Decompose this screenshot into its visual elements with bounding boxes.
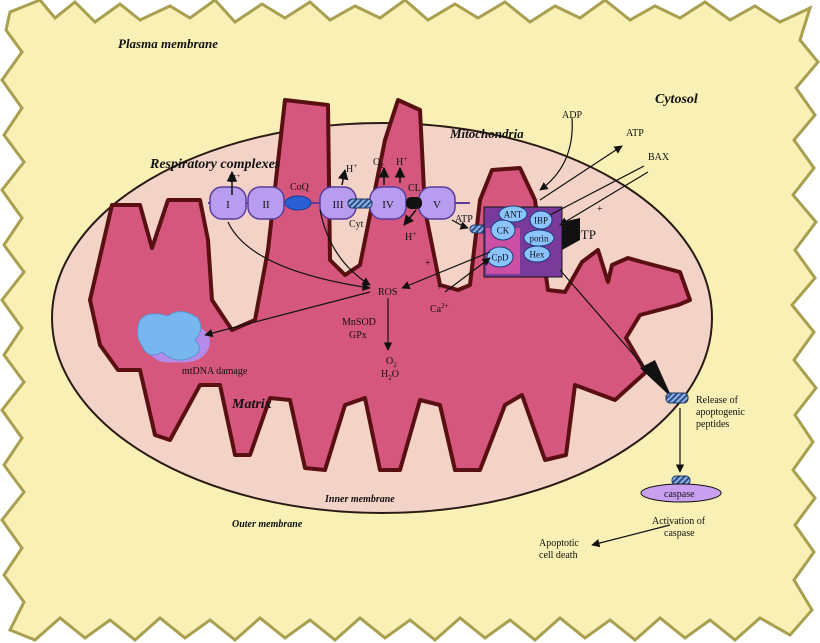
release-label-2: apoptogenic (696, 407, 745, 418)
coq-label: CoQ (290, 182, 310, 193)
arrow-release-head (640, 360, 672, 398)
cytosol-label: Cytosol (655, 92, 698, 107)
mptp-ant-label: ANT (504, 210, 523, 220)
mptp-cpd-label: CpD (491, 253, 509, 263)
cyt-striped-block (347, 198, 373, 209)
matrix-label: Matrix (231, 397, 272, 412)
mptp-ck-label: CK (497, 226, 510, 236)
activation-label-1: Activation of (652, 516, 706, 527)
arrow-bax (559, 171, 649, 226)
arrow-ros-mtdna (204, 291, 371, 338)
arrow-mptp-ros (401, 251, 491, 290)
apoptotic-label-2: cell death (539, 550, 578, 561)
ros-label: ROS (378, 287, 397, 298)
o2-label: O2 (373, 157, 384, 170)
mptp-hex-oval (523, 245, 551, 263)
arrow-ca-mptp (444, 257, 491, 293)
activation-label-2: caspase (664, 528, 695, 539)
mptp-hex-label: Hex (530, 250, 545, 260)
outer-membrane-label: Outer membrane (232, 519, 303, 530)
mptp-porin-label: porin (530, 234, 549, 244)
h-plus-3: H+ (346, 162, 357, 175)
complex-label: II (262, 199, 270, 211)
arrow-adp (539, 117, 573, 191)
inner-membrane-label: Inner membrane (324, 494, 395, 505)
arrow-activation-death (591, 524, 671, 548)
plasma-membrane-label: Plasma membrane (118, 36, 218, 51)
respiratory-complexes-label: Respiratory complexes (149, 157, 281, 172)
mptp-cpd-oval (486, 246, 514, 268)
h-arrow-3 (337, 168, 349, 186)
complex-iii: III (319, 186, 357, 220)
complex-label: III (333, 199, 344, 211)
mtdna-damage-label: mtDNA damage (182, 366, 248, 377)
cl-label: CL (408, 183, 421, 194)
caspase-label: caspase (664, 489, 695, 500)
complex-i: I (209, 186, 247, 220)
coq-oval (284, 195, 312, 211)
h-plus-5: H+ (405, 230, 416, 243)
arrow-atp-out (539, 145, 623, 201)
adp-label: ADP (562, 110, 582, 121)
complex-label: V (433, 199, 441, 211)
mptp-label: MPTP (562, 227, 596, 242)
gpx-label: GPx (349, 330, 367, 341)
release-label-3: peptides (696, 419, 729, 430)
complex-v: V (418, 186, 456, 220)
mnsod-label: MnSOD (342, 317, 376, 328)
ca-label: Ca2+ (430, 302, 449, 315)
o2-product-label: O2 (386, 356, 397, 369)
mptp-ibp-oval (529, 210, 553, 230)
peptide-striped-block (665, 392, 689, 404)
arrow-complexIII-ros (319, 209, 371, 286)
complex-ii: II (247, 186, 285, 220)
complex-label: IV (382, 199, 394, 211)
arrow-release-line (559, 269, 661, 386)
atp-out-label: ATP (626, 128, 644, 139)
arrow-complexI-ros (227, 221, 371, 292)
mptp-ck-oval (490, 219, 516, 241)
mtdna-shape (136, 311, 202, 361)
plus-ros: + (425, 258, 431, 269)
plus-bax: + (597, 204, 603, 215)
apoptotic-label-1: Apoptotic (539, 538, 580, 549)
h-plus-4: H+ (396, 155, 407, 168)
inner-membrane-cristae (88, 98, 692, 472)
complex-iv: IV (369, 186, 407, 220)
cyt-label: Cyt (349, 219, 364, 230)
line-atp-out-2 (549, 165, 645, 216)
mptp-ant-oval (498, 205, 528, 223)
mptp-ibp-label: IBP (534, 216, 548, 226)
atp-inner-label: ATP (455, 214, 473, 225)
complex-label: I (226, 199, 230, 211)
mitochondria-label: Mitochondria (449, 126, 524, 141)
h-arrow-5 (403, 209, 417, 226)
release-label-1: Release of (696, 395, 739, 406)
caspase-oval (640, 483, 722, 503)
cl-block (406, 197, 422, 209)
h2o-label: H2O (381, 369, 399, 382)
atp-arrow (451, 219, 469, 230)
plus-ca: + (437, 282, 443, 293)
bax-label: BAX (648, 152, 670, 163)
h-plus-1: H+ (229, 172, 240, 185)
